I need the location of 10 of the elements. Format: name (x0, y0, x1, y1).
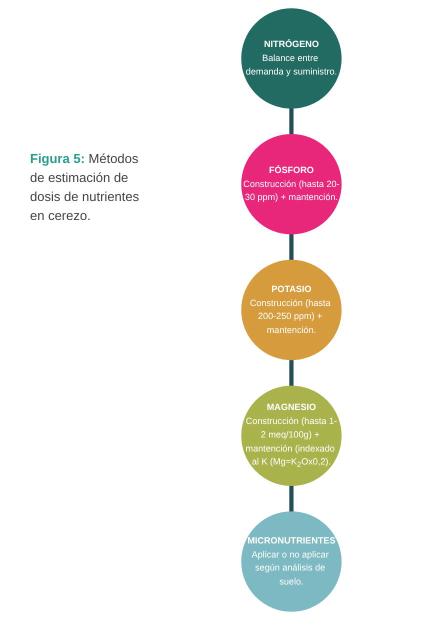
node-circle: NITRÓGENO Balance entre demanda y suministro. (240, 8, 342, 109)
node-circle: FÓSFORO Construcción (hasta 20-30 ppm) + mantención. (240, 134, 342, 234)
node-circle: POTASIO Construcción (hasta 200-250 ppm) + mantención. (240, 260, 342, 360)
connector (288, 360, 294, 386)
connector (288, 234, 294, 260)
caption: Figura 5: Métodos de estimación de dosis de nutrientes en cerezo. (30, 150, 140, 225)
connector (288, 485, 294, 512)
node-circle: MAGNESIO Construcción (hasta 1-2 meq/100g) + mantención (indexado al K (Mg=K$_{2}$Ox0,2). (240, 386, 342, 486)
node-circle: MICRONUTRIENTES Aplicar o no aplicar según análisis de suelo. (240, 511, 342, 612)
connector (288, 108, 294, 135)
